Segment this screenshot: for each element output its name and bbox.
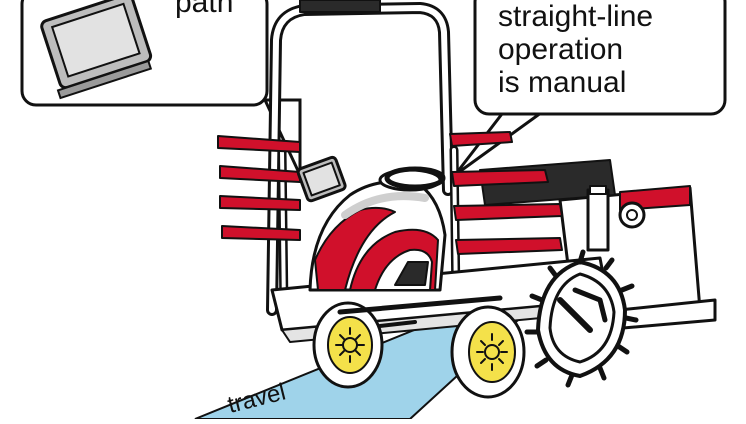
front-wheel-right <box>450 305 526 399</box>
monitor-icon <box>40 0 153 100</box>
steering-wheel <box>384 166 446 190</box>
guidance-monitor <box>296 155 347 203</box>
front-wheel-left <box>312 301 384 389</box>
callout-right-line-1: straight-line <box>498 0 653 33</box>
rice-transplanter <box>217 0 717 399</box>
callout-right-line-3: is manual <box>498 66 626 99</box>
seedling-trays-right <box>449 131 563 255</box>
front-axle <box>337 295 503 328</box>
callout-right: straight-line operation is manual <box>453 0 727 177</box>
callout-left-text: path <box>175 0 233 19</box>
callout-right-line-2: operation <box>498 33 623 66</box>
seedling-trays-left <box>217 135 301 241</box>
rear-lug-wheel <box>524 185 639 388</box>
engine-hood <box>308 168 447 292</box>
callout-left: path <box>20 0 302 176</box>
